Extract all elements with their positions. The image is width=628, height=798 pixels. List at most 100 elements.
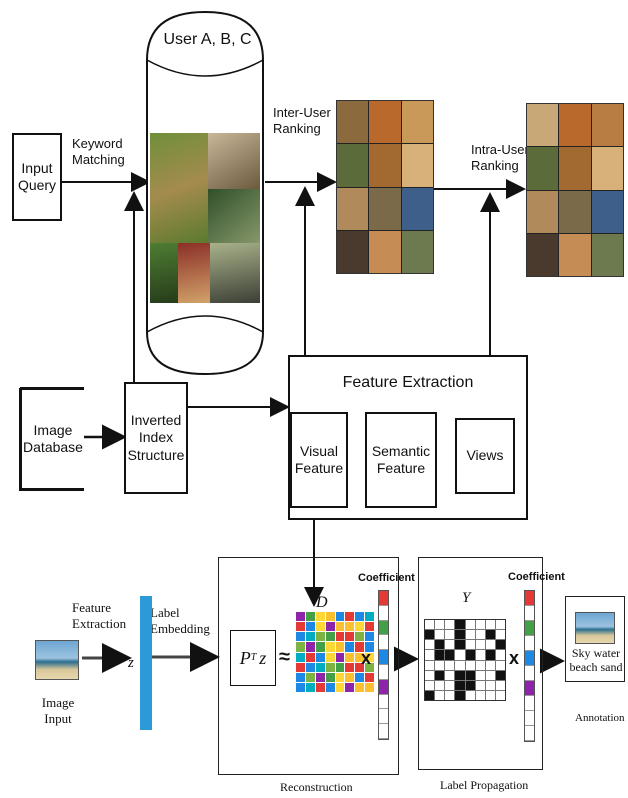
y-matrix-cell	[455, 630, 465, 640]
heatmap-cell	[305, 672, 315, 682]
heatmap-cell	[335, 642, 345, 652]
image-database-box: Image Database	[20, 388, 84, 490]
heatmap-cell	[355, 672, 365, 682]
embedding-bar	[140, 596, 152, 730]
heatmap-cell	[315, 642, 325, 652]
coefficient-cell	[525, 711, 534, 726]
heatmap-cell	[296, 622, 305, 632]
inverted-index-label: Inverted Index Structure	[127, 411, 185, 463]
y-matrix-cell	[425, 670, 435, 680]
heatmap-cell	[345, 632, 355, 642]
heatmap-cell	[325, 612, 335, 622]
d-matrix-heatmap	[296, 612, 374, 692]
reconstruction-panel	[218, 557, 399, 775]
visual-feature-box: Visual Feature	[290, 412, 348, 508]
heatmap-cell	[345, 642, 355, 652]
coefficient-cell	[525, 651, 534, 666]
coefficient-cell	[379, 724, 388, 739]
heatmap-cell	[296, 662, 305, 672]
heatmap-cell	[325, 622, 335, 632]
y-matrix-cell	[445, 650, 455, 660]
y-matrix-cell	[425, 690, 435, 700]
y-matrix-cell	[425, 660, 435, 670]
heatmap-cell	[345, 622, 355, 632]
y-binary-matrix	[424, 619, 506, 701]
coefficient-cell	[379, 664, 388, 680]
coefficient-cell	[379, 650, 388, 665]
y-matrix-cell	[475, 630, 485, 640]
y-matrix-cell	[495, 630, 505, 640]
y-matrix-cell	[445, 660, 455, 670]
y-matrix-cell	[455, 640, 465, 650]
heatmap-cell	[355, 622, 365, 632]
semantic-feature-label: Semantic Feature	[371, 442, 431, 477]
y-matrix-cell	[425, 640, 435, 650]
heatmap-cell	[305, 632, 315, 642]
heatmap-cell	[365, 662, 374, 672]
coefficient-label-1: Coefficient	[358, 572, 415, 584]
y-matrix-cell	[425, 620, 435, 630]
heatmap-cell	[355, 662, 365, 672]
heatmap-cell	[365, 612, 374, 622]
y-matrix-cell	[425, 680, 435, 690]
annotation-label: Annotation	[575, 712, 625, 724]
heatmap-cell	[325, 662, 335, 672]
heatmap-cell	[315, 672, 325, 682]
visual-feature-label: Visual Feature	[294, 442, 344, 477]
heatmap-cell	[355, 612, 365, 622]
heatmap-cell	[335, 632, 345, 642]
heatmap-cell	[365, 672, 374, 682]
y-matrix-cell	[485, 650, 495, 660]
heatmap-cell	[296, 612, 305, 622]
y-matrix-cell	[465, 660, 475, 670]
coefficient-cell	[525, 696, 534, 711]
image-database-label: Image Database	[23, 421, 83, 456]
heatmap-cell	[305, 652, 315, 662]
coefficient-label-2: Coefficient	[508, 571, 565, 583]
y-matrix-cell	[465, 680, 475, 690]
y-matrix-cell	[445, 690, 455, 700]
heatmap-cell	[355, 642, 365, 652]
ptz-sup: T	[250, 651, 257, 663]
annotation-box	[565, 596, 625, 682]
y-matrix-cell	[475, 650, 485, 660]
heatmap-cell	[305, 622, 315, 632]
image-input-label: Image Input	[41, 695, 75, 726]
heatmap-cell	[355, 652, 365, 662]
heatmap-cell	[365, 652, 374, 662]
label-embedding-label: Label Embedding	[150, 605, 210, 636]
y-matrix-cell	[465, 640, 475, 650]
y-matrix-cell	[465, 630, 475, 640]
heatmap-cell	[335, 682, 345, 692]
y-matrix-cell	[425, 650, 435, 660]
heatmap-cell	[305, 662, 315, 672]
y-matrix-cell	[455, 670, 465, 680]
heatmap-cell	[315, 662, 325, 672]
y-matrix-cell	[455, 660, 465, 670]
y-matrix-cell	[485, 680, 495, 690]
heatmap-cell	[296, 642, 305, 652]
coefficient-cell	[525, 636, 534, 651]
y-matrix-cell	[495, 640, 505, 650]
heatmap-cell	[305, 642, 315, 652]
bottom-feature-extraction-label: Feature Extraction	[72, 600, 127, 631]
coefficient-cell	[379, 709, 388, 725]
y-matrix-cell	[475, 640, 485, 650]
heatmap-cell	[315, 632, 325, 642]
y-matrix-cell	[445, 630, 455, 640]
ptz-p: P	[239, 647, 251, 668]
annotation-photo	[575, 612, 615, 644]
y-matrix-cell	[485, 670, 495, 680]
heatmap-cell	[296, 632, 305, 642]
heatmap-cell	[355, 682, 365, 692]
annotation-tags: Sky water beach sand	[569, 646, 623, 674]
heatmap-cell	[345, 682, 355, 692]
ptz-z: z	[259, 647, 267, 668]
inverted-index-box: Inverted Index Structure	[124, 382, 188, 494]
coefficient-vector-2	[524, 590, 535, 742]
heatmap-cell	[325, 652, 335, 662]
y-matrix-cell	[445, 620, 455, 630]
y-matrix-cell	[485, 690, 495, 700]
heatmap-cell	[325, 642, 335, 652]
